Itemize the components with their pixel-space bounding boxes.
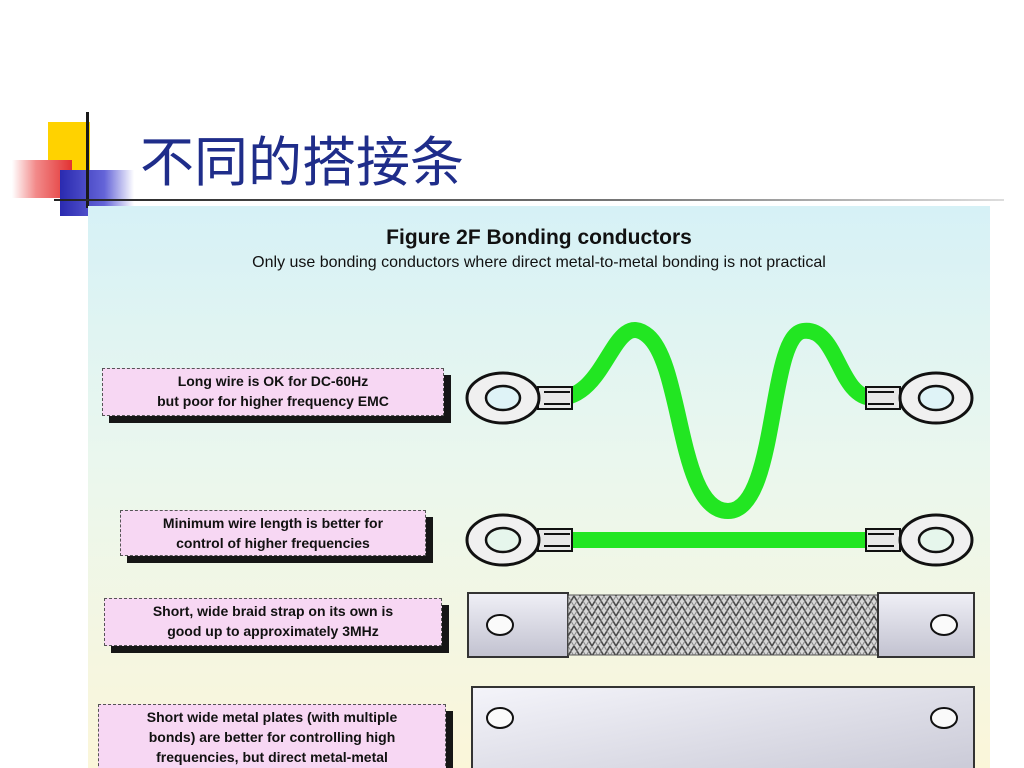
bonding-conductors-figure: Figure 2F Bonding conductors Only use bo… (88, 206, 990, 768)
label-long-wire-line2: but poor for higher frequency EMC (157, 393, 389, 409)
braid-strap (467, 592, 975, 658)
label-long-wire-line1: Long wire is OK for DC-60Hz (177, 373, 369, 389)
title-underline (54, 199, 1004, 201)
conductor-illustrations (465, 322, 975, 768)
figure-title: Figure 2F Bonding conductors (386, 226, 692, 249)
label-minimum-wire-line1: Minimum wire length is better for (162, 515, 384, 531)
slide-title: 不同的搭接条 (140, 131, 464, 194)
label-metal-plates: Short wide metal plates (with multiple b… (98, 704, 446, 768)
label-minimum-wire-line2: control of higher frequencies (176, 535, 370, 551)
ring-terminal-right-2 (865, 513, 974, 567)
label-braid-strap-line2: good up to approximately 3MHz (167, 623, 379, 639)
label-braid-strap-line1: Short, wide braid strap on its own is (152, 603, 394, 619)
ring-terminal-left-1 (465, 371, 573, 425)
short-wire (566, 532, 872, 548)
long-wire (550, 322, 881, 520)
label-metal-plates-line3: frequencies, but direct metal-metal (156, 749, 388, 765)
wide-metal-plate (471, 686, 975, 768)
label-long-wire: Long wire is OK for DC-60Hz but poor for… (102, 368, 444, 416)
label-braid-strap: Short, wide braid strap on its own is go… (104, 598, 442, 646)
ring-terminal-right-1 (865, 371, 974, 425)
label-minimum-wire: Minimum wire length is better for contro… (120, 510, 426, 556)
label-metal-plates-line1: Short wide metal plates (with multiple (146, 709, 398, 725)
figure-subtitle: Only use bonding conductors where direct… (252, 254, 826, 271)
ring-terminal-left-2 (465, 513, 573, 567)
label-metal-plates-line2: bonds) are better for controlling high (148, 729, 396, 745)
title-ornament-vertical-line (86, 112, 89, 208)
